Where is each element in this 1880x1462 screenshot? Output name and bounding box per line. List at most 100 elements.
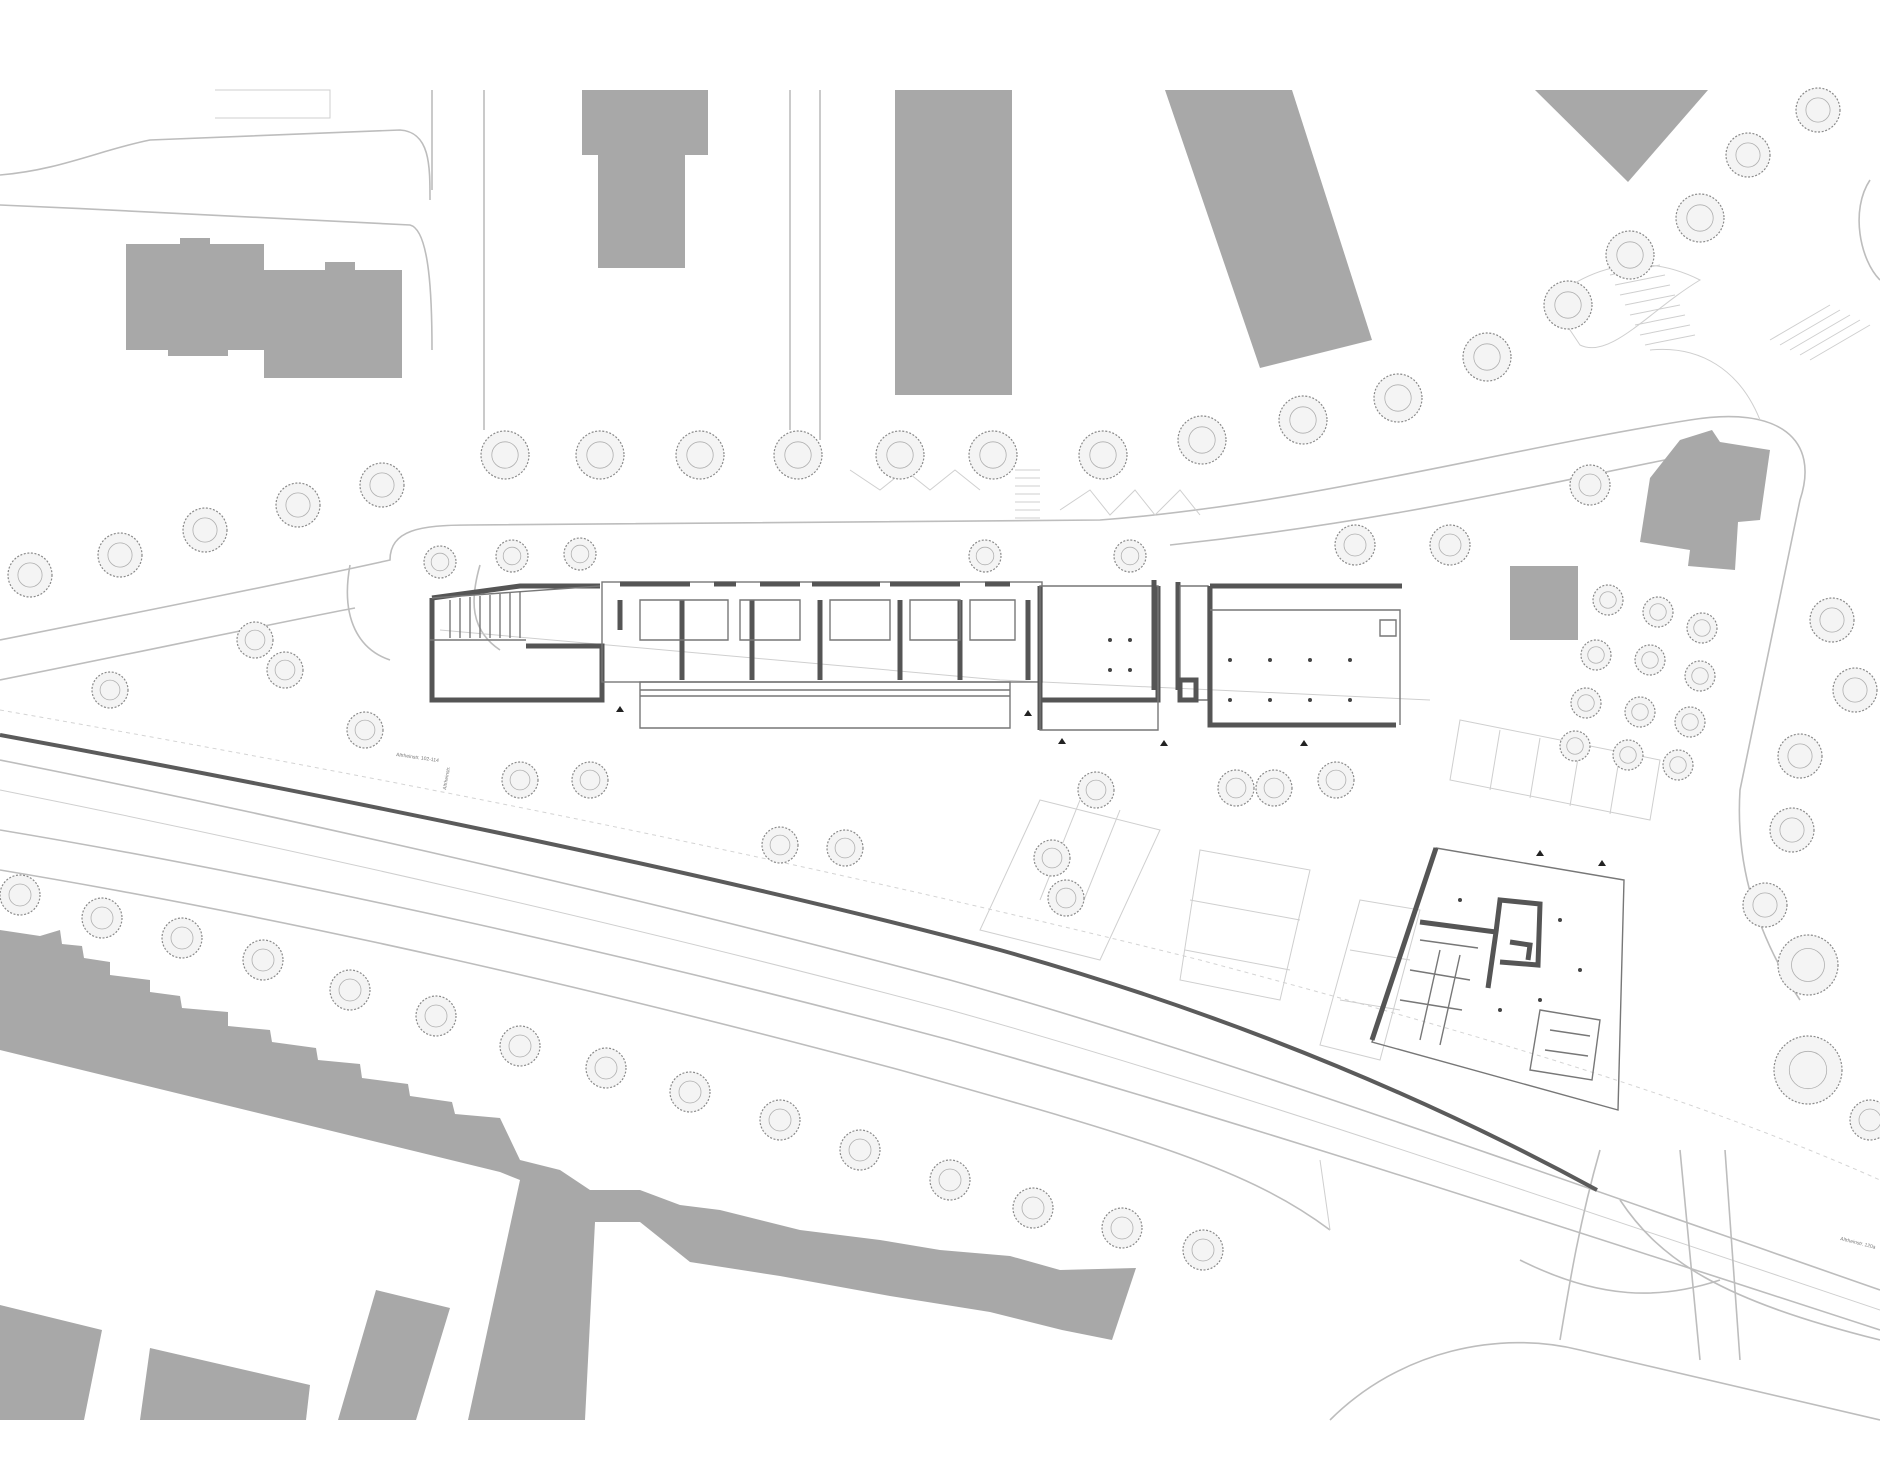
tree-canopy-inner [686,441,714,469]
tree-canopy-inner [769,834,791,856]
tree-canopy-inner [1787,743,1813,769]
tree-canopy [1675,193,1725,243]
tree-canopy-inner [579,769,601,791]
tree-canopy [1077,771,1115,809]
tree-canopy-inner [1599,591,1617,609]
tree-canopy [242,939,284,981]
tree-canopy-inner [768,1108,792,1132]
tree-canopy [182,507,228,553]
tree-canopy-inner [1752,892,1778,918]
tree-canopy [359,462,405,508]
building-sw-2 [0,1305,102,1420]
tree-canopy-inner [1085,779,1107,801]
tree-canopy [875,430,925,480]
tree-canopy-inner [1473,343,1501,371]
tree-canopy [1569,464,1611,506]
tree-canopy-inner [1791,948,1825,982]
tree-canopy [1684,660,1716,692]
tree-canopy [1033,839,1071,877]
tree-canopy [1429,524,1471,566]
tree-canopy-inner [1619,746,1637,764]
tree-canopy [501,761,539,799]
tree-canopy [968,539,1002,573]
tree-canopy [1047,879,1085,917]
tree-canopy-inner [1325,769,1347,791]
tree-canopy-inner [430,552,450,572]
tree-canopy [7,552,53,598]
tree-canopy-inner [170,926,194,950]
tree-canopy [1686,612,1718,644]
tree-canopy-inner [1578,473,1602,497]
crossing-east [1769,304,1871,361]
tree-canopy-inner [1041,847,1063,869]
tree-canopy [1777,733,1823,779]
tree-canopy-inner [1805,97,1831,123]
tree-canopy-inner [975,546,995,566]
tree-canopy-inner [17,562,43,588]
tree-canopy-inner [886,441,914,469]
tree-canopy-inner [1554,291,1582,319]
tree-canopy-inner [834,837,856,859]
tree-canopy [1278,395,1328,445]
tree-canopy [0,874,41,916]
tree-canopy [1642,596,1674,628]
tree-canopy-inner [354,719,376,741]
tree-canopy-inner [1343,533,1367,557]
tree-canopy [1612,739,1644,771]
tree-canopy [968,430,1018,480]
tree-canopy [1255,769,1293,807]
building-sw-3 [140,1348,310,1420]
tree-canopy-inner [1779,817,1805,843]
tree-canopy-inner [1842,677,1868,703]
tree-canopy-inner [424,1004,448,1028]
entrance-arrows [616,706,1606,866]
tree-canopy-inner [502,546,522,566]
building-n-3 [1165,90,1372,368]
tree-canopy [1559,730,1591,762]
tree-canopy [1634,644,1666,676]
building-nw-2 [264,262,402,378]
tree-canopy [1334,524,1376,566]
tree-canopy [571,761,609,799]
crossing-center [1015,469,1040,519]
tree-canopy [423,545,457,579]
tree-canopy [1177,415,1227,465]
tree-canopy [1113,539,1147,573]
tree-canopy [1543,280,1593,330]
tree-canopy [161,917,203,959]
tree-canopy-inner [274,659,296,681]
tree-canopy-inner [1021,1196,1045,1220]
building-ne-1 [1535,90,1708,182]
tree-canopy-inner [1649,603,1667,621]
tree-canopy [1217,769,1255,807]
tree-canopy-inner [1616,241,1644,269]
tree-canopy [329,969,371,1011]
tree-canopy [826,829,864,867]
tree-canopy [669,1071,711,1113]
tree-canopy [1674,706,1706,738]
tree-canopy-inner [1819,607,1845,633]
tree-canopy [1849,1099,1880,1141]
tree-canopy-inner [90,906,114,930]
tree-canopy-inner [848,1138,872,1162]
tree-canopy-inner [1566,737,1584,755]
tree-canopy-inner [1686,204,1714,232]
building-nw-1 [126,238,264,356]
road-label-west: Altrheinstr. 102-114 [396,752,440,764]
tree-canopy [1773,1035,1843,1105]
tree-canopy-inner [508,1034,532,1058]
tree-canopy [773,430,823,480]
tree-canopy-inner [1089,441,1117,469]
tree-canopy [266,651,304,689]
tree-canopy-inner [1691,667,1709,685]
tree-canopy [1317,761,1355,799]
tree-canopy [495,539,529,573]
existing-buildings [0,90,1770,1420]
road-network [0,89,1880,1421]
road-label-vertical: Altrheinstr. [442,766,452,790]
tree-canopy-inner [99,679,121,701]
tree-canopy [1462,332,1512,382]
road-labels: Altrheinstr. 102-114 Altrheinstr. 120a A… [396,752,1877,1251]
tree-layer [0,87,1880,1271]
